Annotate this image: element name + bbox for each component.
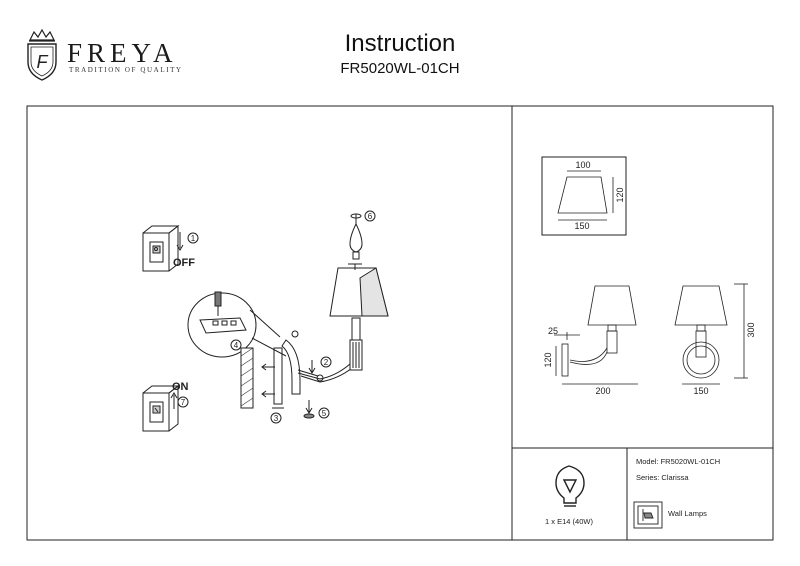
crest-letter: F (37, 52, 49, 72)
switch-on-icon (142, 384, 180, 432)
shade-dimension-drawing (541, 156, 627, 236)
step-4-label: 4 (234, 341, 239, 350)
model-subtitle: FR5020WL-01CH (340, 60, 460, 77)
step-3-label: 3 (274, 414, 279, 423)
brand-name: FREYA (67, 38, 178, 68)
step-5-marker (318, 407, 330, 419)
step-7-label: 7 (181, 398, 186, 407)
page-title: Instruction (344, 30, 456, 57)
model-line: Model: FR5020WL-01CH (636, 457, 720, 466)
brand-tagline: TRADITION OF QUALITY (69, 66, 183, 74)
backplate-height-dimension: 120 (543, 352, 553, 367)
step-6-marker (364, 210, 376, 222)
wall-offset-dimension: 25 (548, 326, 558, 336)
step-2-label: 2 (324, 358, 329, 367)
shade-bottom-dimension: 150 (574, 221, 589, 231)
off-label: OFF (173, 257, 195, 269)
bulb-icon (555, 465, 585, 507)
detail-magnifier (187, 292, 257, 358)
step-2-marker (320, 356, 332, 368)
step-5-label: 5 (322, 409, 327, 418)
width-dimension: 150 (693, 386, 708, 396)
assembly-diagram: 1 OFF ON 7 4 (142, 210, 389, 432)
projection-dimension: 200 (595, 386, 610, 396)
on-label: ON (172, 381, 189, 393)
step-7-marker (177, 396, 189, 408)
step-1-label: 1 (191, 234, 196, 243)
total-height-dimension: 300 (746, 322, 756, 337)
shade-height-dimension: 120 (615, 187, 625, 202)
outer-frame (26, 105, 774, 541)
step-6-label: 6 (368, 212, 373, 221)
step-4-marker (230, 339, 242, 351)
side-view-drawing (554, 285, 638, 385)
category-label: Wall Lamps (668, 509, 707, 518)
step-3-marker (270, 412, 282, 424)
bulb-spec: 1 x E14 (40W) (545, 517, 593, 526)
lamp-shade-icon (329, 263, 389, 317)
shade-top-dimension: 100 (575, 160, 590, 170)
series-line: Series: Clarissa (636, 473, 689, 482)
wall-lamp-category-icon (633, 501, 663, 529)
brand-crest-icon: F (27, 28, 57, 81)
candle-bulb-icon (349, 213, 363, 260)
front-view-drawing (674, 283, 748, 385)
lamp-body-icon (349, 317, 363, 371)
switch-off-icon (142, 224, 180, 272)
step-1-marker (187, 232, 199, 244)
